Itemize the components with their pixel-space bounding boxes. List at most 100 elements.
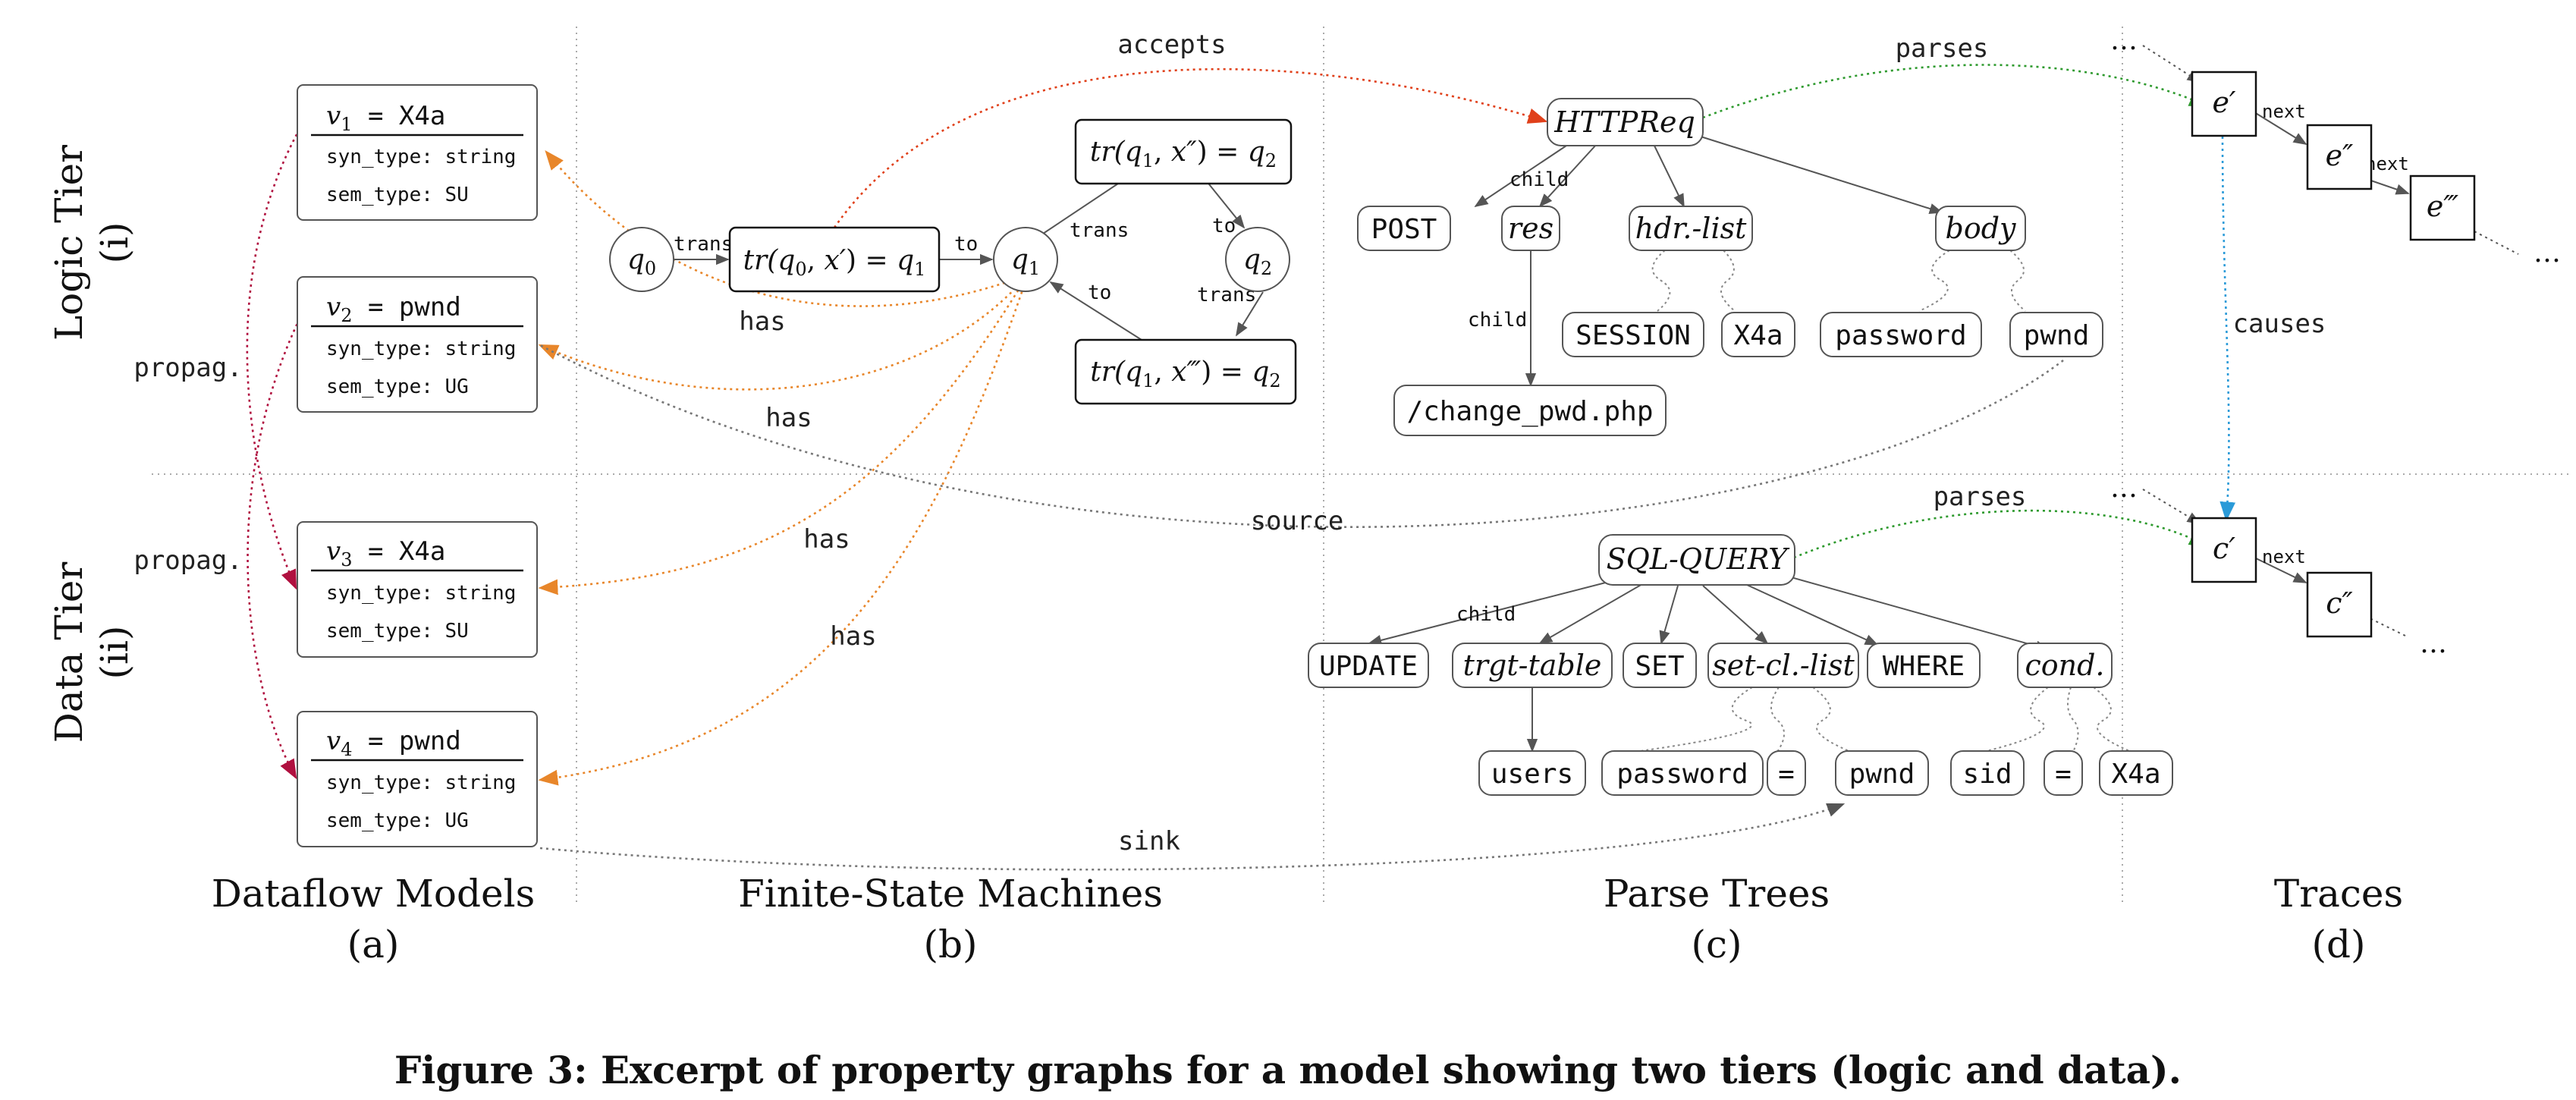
v4-sem-type: sem_type: UG <box>326 809 469 832</box>
fsm-state-q1: q1 <box>993 227 1058 292</box>
v4-value: pwnd <box>399 726 461 756</box>
svg-text:res: res <box>1508 212 1553 245</box>
v2-syn-type: syn_type: string <box>326 338 516 360</box>
parse-tree-data: child SQL-QUERY UPDATE trgt-table SET se… <box>1308 534 2173 796</box>
column-footers: Dataflow Models (a) Finite-State Machine… <box>212 872 2403 966</box>
v2-sub: 2 <box>341 305 352 326</box>
svg-text:v1 = X4a: v1 = X4a <box>326 101 445 135</box>
fsm-label-to-1: to <box>954 233 978 256</box>
svg-text:q2: q2 <box>1243 244 1272 279</box>
node-cond: cond. <box>2017 643 2113 688</box>
figure-caption: Figure 3: Excerpt of property graphs for… <box>394 1048 2182 1092</box>
svg-text:pwnd: pwnd <box>2024 320 2090 351</box>
node-hdr-list: hdr.-list <box>1629 206 1753 251</box>
separators <box>152 27 2571 903</box>
fsm-transition-t2: tr(q1, x‴) = q2 <box>1074 338 1297 405</box>
trace-event-e3: e‴ <box>2409 174 2476 241</box>
ellipsis-bottom-end: … <box>2420 628 2447 659</box>
parses-label-bottom: parses <box>1934 482 2027 512</box>
next-label-3: next <box>2262 546 2306 567</box>
svg-text:password: password <box>1616 759 1748 790</box>
fsm-edge-t2-q1 <box>1049 281 1142 341</box>
node-x4a-data: X4a <box>2099 750 2173 796</box>
fsm-edge-t1-q2 <box>1205 180 1246 229</box>
propag-edge-1 <box>246 128 301 590</box>
node-set: SET <box>1623 643 1697 688</box>
v3-sem-type: sem_type: SU <box>326 620 469 643</box>
v3-sub: 3 <box>341 549 352 570</box>
data-tier-number: (ii) <box>93 626 137 680</box>
logic-tier-number: (i) <box>93 222 137 263</box>
node-httpreq: HTTPReq <box>1547 98 1704 146</box>
svg-text:c″: c″ <box>2326 586 2352 620</box>
svg-text:=: = <box>1778 759 1795 790</box>
svg-text:e″: e″ <box>2326 139 2354 172</box>
column-label-d: (d) <box>2311 922 2365 966</box>
fsm-label-trans-2: trans <box>1070 219 1129 242</box>
v3-name: v <box>326 536 341 567</box>
has-label-4: has <box>830 621 876 652</box>
has-edge-3 <box>538 274 1029 596</box>
has-label-2: has <box>765 403 812 433</box>
svg-text:password: password <box>1835 320 1966 351</box>
node-password-logic: password <box>1820 312 1982 357</box>
node-sid: sid <box>1950 750 2025 796</box>
fsm-edge-q2-t2 <box>1236 291 1264 337</box>
column-label-a: (a) <box>347 922 400 966</box>
node-pwnd-logic: pwnd <box>2009 312 2103 357</box>
parse-tree-logic: child child HTTPReq POST res hdr.-list b… <box>1357 98 2103 436</box>
v2-value: pwnd <box>399 292 461 322</box>
column-label-b: (b) <box>923 922 977 966</box>
svg-text:HTTPReq: HTTPReq <box>1553 105 1695 139</box>
svg-text:=: = <box>2055 759 2072 790</box>
dataflow-box-v1: v1 = X4a syn_type: string sem_type: SU <box>297 84 538 221</box>
column-title-a: Dataflow Models <box>212 872 536 916</box>
parse-logic-child-label-2: child <box>1468 309 1527 332</box>
v4-sub: 4 <box>341 739 352 760</box>
svg-text:q0: q0 <box>627 244 656 279</box>
parse-data-child-label: child <box>1456 603 1516 626</box>
cross-edge-labels: accepts parses parses causes has has has… <box>134 30 2326 856</box>
svg-text:sid: sid <box>1962 759 2012 790</box>
svg-text:tr(q1, x‴) = q2: tr(q1, x‴) = q2 <box>1090 357 1280 391</box>
node-body: body <box>1935 206 2026 251</box>
trace-event-c2: c″ <box>2306 571 2373 638</box>
node-post: POST <box>1357 206 1451 251</box>
parse-logic-child-label-1: child <box>1509 168 1569 191</box>
has-label-3: has <box>803 524 850 555</box>
trace-event-e1: e′ <box>2191 71 2257 137</box>
trace-event-c1: c′ <box>2191 517 2257 583</box>
dataflow-box-v3: v3 = X4a syn_type: string sem_type: SU <box>297 521 538 658</box>
fsm-state-q0: q0 <box>609 227 674 292</box>
node-password-data: password <box>1601 750 1764 796</box>
node-update: UPDATE <box>1308 643 1429 688</box>
column-title-c: Parse Trees <box>1604 872 1830 916</box>
v1-value: X4a <box>399 101 445 131</box>
parses-edge-top <box>1702 64 2210 119</box>
fsm-edge-q1-t1 <box>1042 180 1123 234</box>
svg-text:pwnd: pwnd <box>1849 759 1915 790</box>
next-label-1: next <box>2262 101 2306 122</box>
tier-labels: Logic Tier (i) Data Tier (ii) <box>47 145 137 743</box>
node-session: SESSION <box>1562 312 1704 357</box>
accepts-edge <box>833 68 1548 228</box>
node-pwnd-data: pwnd <box>1835 750 1929 796</box>
parses-label-top: parses <box>1896 33 1989 64</box>
fsm-label-to-3: to <box>1088 281 1111 304</box>
svg-text:X4a: X4a <box>2111 759 2160 790</box>
svg-text:SET: SET <box>1635 651 1684 682</box>
svg-text:tr(q1, x″) = q2: tr(q1, x″) = q2 <box>1090 137 1277 171</box>
v1-syn-type: syn_type: string <box>326 146 516 168</box>
svg-text:v4 = pwnd: v4 = pwnd <box>326 726 461 760</box>
has-label-1: has <box>739 306 785 337</box>
v1-sem-type: sem_type: SU <box>326 184 469 206</box>
svg-text:body: body <box>1946 212 2017 245</box>
fsm-transition-t0: tr(q0, x′) = q1 <box>728 226 941 293</box>
ellipsis-top-end: … <box>2534 237 2561 269</box>
fsm-label-to-2: to <box>1212 215 1236 237</box>
svg-text:v2 = pwnd: v2 = pwnd <box>326 292 461 326</box>
fsm-state-q2: q2 <box>1225 227 1290 292</box>
logic-tier-label: Logic Tier <box>47 145 91 341</box>
svg-text:c′: c′ <box>2213 532 2235 565</box>
